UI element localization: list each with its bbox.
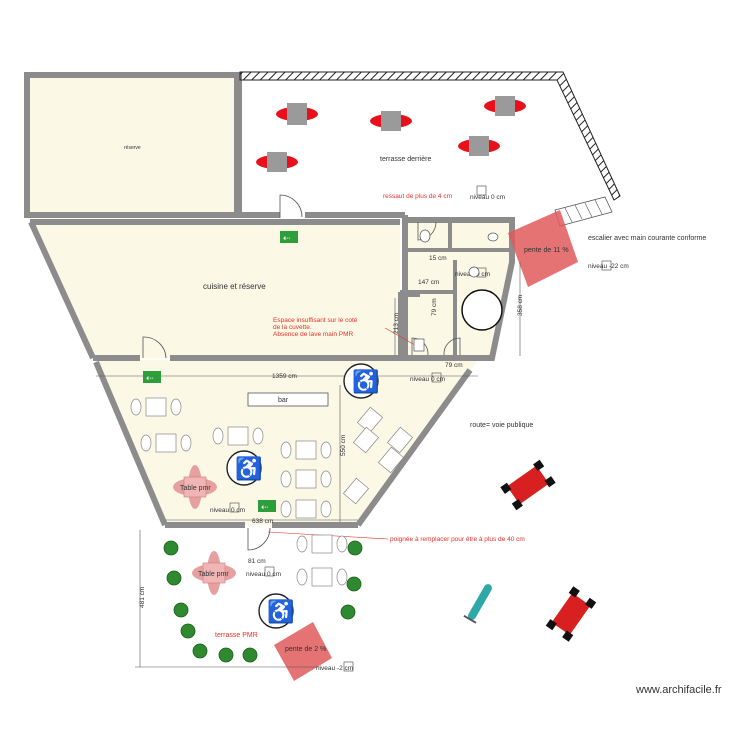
svg-text:♿: ♿: [235, 456, 262, 481]
kitchen-floor: [35, 223, 400, 358]
slope-2-label: pente de 2 %: [285, 646, 326, 653]
terrace-table: [484, 96, 526, 116]
svg-text:⇠: ⇠: [146, 373, 154, 383]
dim-550: 550 cm: [340, 435, 347, 456]
dim-79b: 79 cm: [445, 362, 463, 369]
dimensions: 1359 cm 550 cm 638 cm 481 cm 358 cm 213 …: [96, 255, 524, 668]
exit-sign: ⇠: [143, 371, 161, 383]
dim-358: 358 cm: [517, 295, 524, 316]
terrace-table: [370, 111, 412, 131]
level-terrasse: niveau 0 cm: [470, 194, 505, 201]
terrace-table: [458, 136, 500, 156]
level-bas: niveau -2 cm: [316, 665, 353, 672]
slope-11: pente de 11 %: [508, 210, 578, 287]
cuisine-label: cuisine et réserve: [203, 282, 266, 291]
dim-481: 481 cm: [139, 587, 146, 608]
plants: [163, 540, 363, 663]
dim-79a: 79 cm: [431, 298, 438, 316]
pmr-table-2: Table pmr: [192, 551, 236, 595]
espace-leader: [384, 327, 416, 346]
pmr-table-1: Table pmr: [173, 465, 217, 509]
terrace-tables: [256, 96, 526, 172]
pmr-table-2-label: Table pmr: [198, 571, 229, 578]
dining-tables: [130, 397, 414, 587]
route-label: route= voie publique: [470, 422, 533, 429]
bar-counter: bar: [247, 392, 329, 407]
ressaut-note: ressaut de plus de 4 cm: [383, 193, 452, 200]
wc-fixtures: [413, 229, 503, 352]
scooter-icon: [463, 584, 492, 624]
level-terrasse-pmr: niveau 0 cm: [246, 571, 281, 578]
svg-text:♿: ♿: [352, 369, 379, 394]
vehicle-quad-1: [500, 459, 556, 511]
wheelchair-icon: ♿: [343, 363, 379, 399]
level-salle: niveau 0 cm: [410, 376, 445, 383]
walls: [24, 72, 515, 528]
dim-147: 147 cm: [418, 279, 439, 286]
slope-11-label: pente de 11 %: [524, 247, 569, 254]
dim-213: 213 cm: [393, 313, 400, 334]
level-escalier: niveau -22 cm: [588, 263, 629, 270]
terrasse-derriere-label: terrasse derrière: [380, 156, 431, 163]
svg-text:♿: ♿: [267, 599, 294, 624]
svg-text:⇠: ⇠: [261, 502, 269, 512]
watermark: www.archifacile.fr: [635, 684, 722, 696]
level-salle-bas: niveau 0 cm: [210, 507, 245, 514]
exit-sign: ⇠: [280, 231, 298, 243]
dim-15: 15 cm: [429, 255, 447, 262]
slope-2: pente de 2 %: [274, 622, 332, 681]
hatched-wall: [239, 71, 621, 201]
exit-sign: ⇠: [258, 500, 276, 512]
espace-note-3: Absence de lave main PMR: [273, 331, 354, 338]
bar-label: bar: [278, 397, 289, 404]
terrasse-pmr-label: terrasse PMR: [215, 632, 258, 639]
escalier-note: escalier avec main courante conforme: [588, 235, 706, 242]
wheelchair-icon: ♿: [258, 593, 294, 629]
espace-note-1: Espace insuffisant sur le coté: [273, 317, 358, 324]
reserve-floor: [29, 77, 237, 213]
vehicle-quad-2: [545, 586, 597, 642]
espace-note-2: de la cuvette.: [273, 324, 312, 331]
dim-1359: 1359 cm: [272, 373, 297, 380]
svg-text:⇠: ⇠: [283, 233, 291, 243]
wheelchair-icon: ♿: [226, 450, 262, 486]
pmr-table-1-label: Table pmr: [180, 485, 211, 492]
dim-638: 638 cm: [252, 518, 273, 525]
reserve-label: réserve: [124, 145, 141, 151]
poignee-note: poignée à remplacer pour être à plus de …: [390, 536, 525, 543]
dim-81: 81 cm: [248, 558, 266, 565]
terrace-table: [276, 103, 318, 125]
terrace-table: [256, 152, 298, 172]
